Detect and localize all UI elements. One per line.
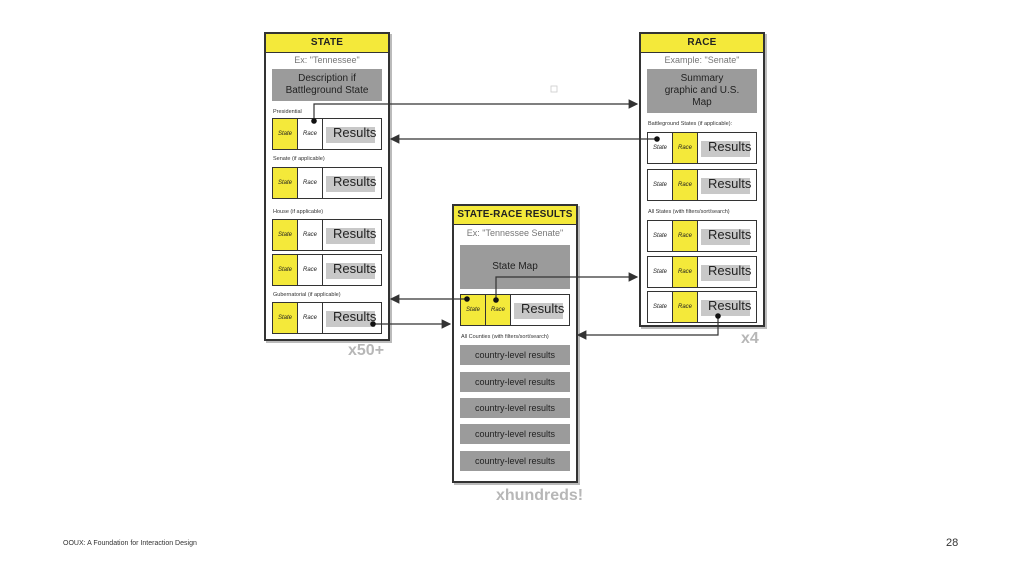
section-label-all-states: All States (with filters/sort/search) bbox=[648, 209, 730, 215]
state-presidential-row: State Race Results bbox=[272, 118, 382, 150]
state-gubernatorial-row: State Race Results bbox=[272, 302, 382, 334]
results-cell: Results bbox=[323, 255, 381, 285]
race-cell: Race bbox=[673, 292, 698, 322]
state-race-result-row: State Race Results bbox=[460, 294, 570, 326]
race-cell: Race bbox=[673, 257, 698, 287]
results-cell: Results bbox=[323, 119, 381, 149]
race-cell: Race bbox=[298, 168, 323, 198]
connector-dot bbox=[715, 313, 721, 319]
results-label: Results bbox=[333, 261, 377, 276]
state-description-box: Description if Battleground State bbox=[272, 69, 382, 101]
results-cell: Results bbox=[511, 295, 569, 325]
state-map-box: State Map bbox=[460, 245, 570, 289]
race-state-row-2: State Race Results bbox=[647, 256, 757, 288]
results-label: Results bbox=[708, 176, 752, 191]
race-cell: Race bbox=[673, 133, 698, 163]
state-race-card-title: STATE-RACE RESULTS bbox=[454, 206, 576, 225]
state-card: STATE Ex: "Tennessee" Description if Bat… bbox=[264, 32, 390, 341]
results-cell: Results bbox=[698, 170, 756, 200]
race-card-example: Example: "Senate" bbox=[664, 55, 740, 65]
results-label: Results bbox=[708, 139, 752, 154]
connector-dot bbox=[654, 136, 660, 142]
county-row-5: country-level results bbox=[460, 451, 570, 471]
arrow-staterace-to-race bbox=[495, 272, 639, 300]
arrow-race-to-staterace bbox=[576, 316, 719, 340]
county-row-1: country-level results bbox=[460, 345, 570, 365]
section-label-gubernatorial: Gubernatorial (if applicable) bbox=[273, 292, 341, 298]
section-label-presidential: Presidential bbox=[273, 109, 302, 115]
section-label-battleground: Battleground States (if applicable): bbox=[648, 121, 733, 127]
race-card: RACE Example: "Senate" Summary graphic a… bbox=[639, 32, 765, 327]
results-label: Results bbox=[521, 301, 565, 316]
results-label: Results bbox=[708, 227, 752, 242]
race-cell: Race bbox=[298, 303, 323, 333]
section-label-house: House (if applicable) bbox=[273, 209, 324, 215]
state-cell: State bbox=[273, 303, 298, 333]
state-card-title: STATE bbox=[266, 34, 388, 53]
state-cell: State bbox=[273, 168, 298, 198]
connector-dot bbox=[370, 321, 376, 327]
connector-dot bbox=[311, 118, 317, 124]
race-multiplier: x4 bbox=[741, 330, 759, 347]
connector-dot bbox=[493, 297, 499, 303]
results-label: Results bbox=[708, 263, 752, 278]
connector-dot bbox=[464, 296, 470, 302]
race-state-row-1: State Race Results bbox=[647, 220, 757, 252]
state-race-card-example: Ex: "Tennessee Senate" bbox=[466, 228, 564, 238]
results-label: Results bbox=[333, 174, 377, 189]
state-senate-row: State Race Results bbox=[272, 167, 382, 199]
results-cell: Results bbox=[698, 221, 756, 251]
state-cell: State bbox=[273, 255, 298, 285]
state-card-example: Ex: "Tennessee" bbox=[294, 55, 360, 65]
results-label: Results bbox=[333, 226, 377, 241]
race-state-row-3: State Race Results bbox=[647, 291, 757, 323]
state-cell: State bbox=[648, 292, 673, 322]
race-summary-box: Summary graphic and U.S. Map bbox=[647, 69, 757, 113]
footer-text: OOUX: A Foundation for Interaction Desig… bbox=[63, 540, 197, 547]
section-label-counties: All Counties (with filters/sort/search) bbox=[461, 334, 549, 340]
state-multiplier: x50+ bbox=[348, 342, 385, 359]
county-row-3: country-level results bbox=[460, 398, 570, 418]
results-label: Results bbox=[333, 125, 377, 140]
results-cell: Results bbox=[698, 292, 756, 322]
state-house-row-2: State Race Results bbox=[272, 254, 382, 286]
state-cell: State bbox=[648, 133, 673, 163]
state-race-multiplier: xhundreds! bbox=[496, 487, 584, 504]
state-cell: State bbox=[648, 257, 673, 287]
small-square-icon bbox=[550, 85, 558, 93]
race-cell: Race bbox=[298, 220, 323, 250]
county-row-2: country-level results bbox=[460, 372, 570, 392]
page-number: 28 bbox=[946, 537, 959, 549]
arrow-state-to-race bbox=[313, 99, 639, 121]
race-battleground-row-2: State Race Results bbox=[647, 169, 757, 201]
race-cell: Race bbox=[298, 119, 323, 149]
results-label: Results bbox=[708, 298, 752, 313]
state-cell: State bbox=[273, 119, 298, 149]
race-cell: Race bbox=[298, 255, 323, 285]
state-house-row-1: State Race Results bbox=[272, 219, 382, 251]
state-cell: State bbox=[648, 221, 673, 251]
results-cell: Results bbox=[323, 303, 381, 333]
results-label: Results bbox=[333, 309, 377, 324]
results-cell: Results bbox=[323, 168, 381, 198]
race-card-title: RACE bbox=[641, 34, 763, 53]
results-cell: Results bbox=[698, 257, 756, 287]
state-cell: State bbox=[273, 220, 298, 250]
race-battleground-row-1: State Race Results bbox=[647, 132, 757, 164]
section-label-senate: Senate (if applicable) bbox=[273, 156, 325, 162]
race-cell: Race bbox=[673, 221, 698, 251]
state-race-card: STATE-RACE RESULTS Ex: "Tennessee Senate… bbox=[452, 204, 578, 483]
race-cell: Race bbox=[673, 170, 698, 200]
results-cell: Results bbox=[698, 133, 756, 163]
county-row-4: country-level results bbox=[460, 424, 570, 444]
results-cell: Results bbox=[323, 220, 381, 250]
state-cell: State bbox=[648, 170, 673, 200]
